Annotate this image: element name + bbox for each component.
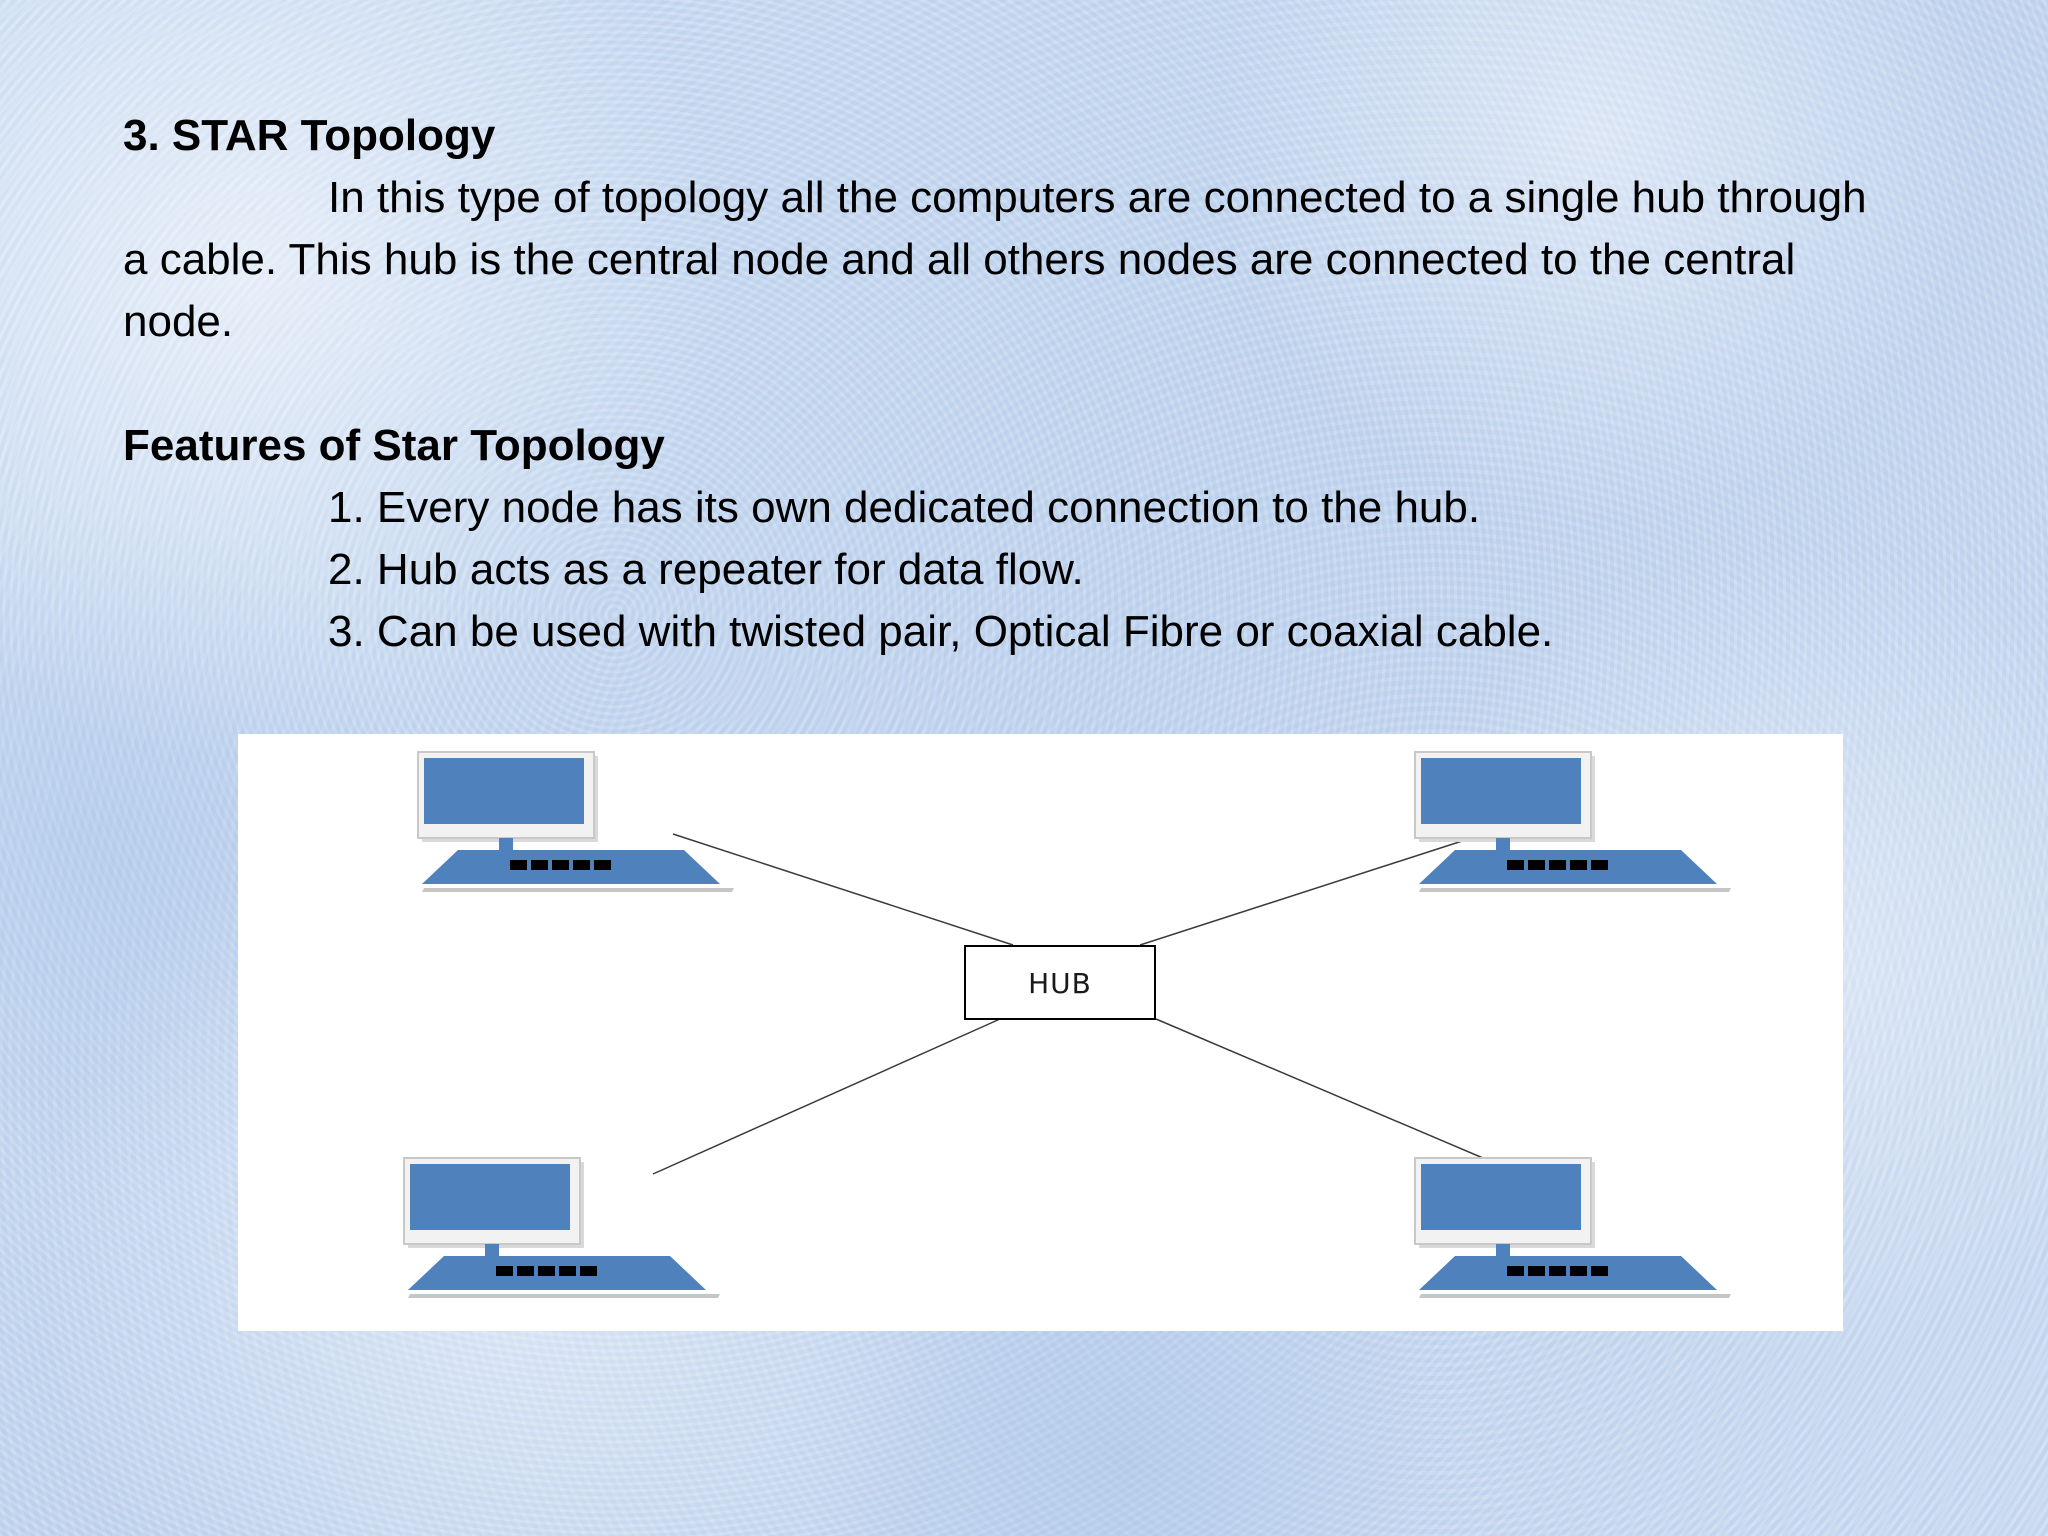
cable-bottom-left (652, 1018, 1001, 1175)
cable-bottom-right (1155, 1018, 1491, 1162)
cable-top-right (1139, 831, 1491, 946)
features-list: 1. Every node has its own dedicated conn… (123, 477, 1943, 663)
feature-item: 3. Can be used with twisted pair, Optica… (328, 607, 1554, 656)
features-heading: Features of Star Topology (123, 421, 665, 470)
section-description: In this type of topology all the compute… (123, 173, 1867, 346)
computer-icon (403, 1157, 721, 1299)
cable-top-left (672, 833, 1014, 946)
spacer (123, 353, 1943, 415)
computer-icon (1414, 1157, 1732, 1299)
computer-icon (417, 751, 735, 893)
star-topology-diagram: HUB (238, 734, 1843, 1331)
diagram-canvas: HUB (403, 751, 1732, 1299)
feature-item: 1. Every node has its own dedicated conn… (328, 483, 1481, 532)
feature-item: 2. Hub acts as a repeater for data flow. (328, 545, 1084, 594)
hub-node: HUB (964, 945, 1156, 1020)
computer-icon (1414, 751, 1732, 893)
slide-text: 3. STAR Topology In this type of topolog… (123, 105, 1943, 663)
section-heading: 3. STAR Topology (123, 111, 496, 160)
hub-label: HUB (1028, 967, 1092, 1000)
